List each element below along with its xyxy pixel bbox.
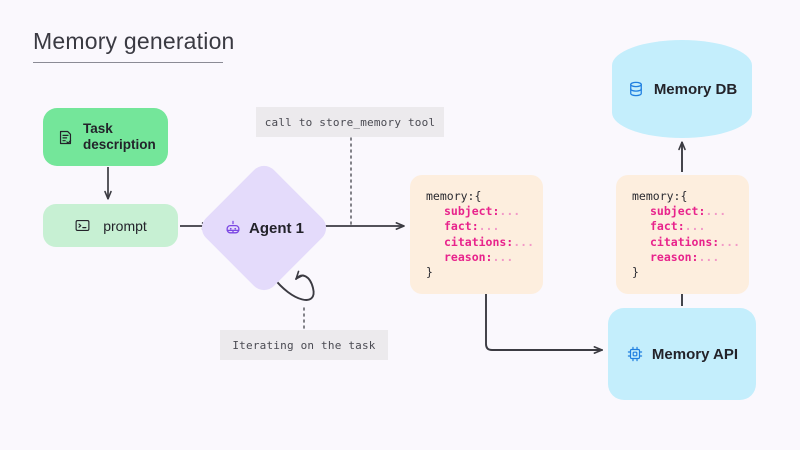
annotation-iterating: Iterating on the task: [220, 330, 388, 360]
code-block-memory-1: memory:{ subject:... fact:... citations:…: [410, 175, 543, 295]
memory-2-close: }: [632, 264, 639, 279]
memory-1-val-reason: ...: [492, 249, 514, 264]
page-title-block: Memory generation: [33, 28, 235, 63]
memory-1-val-fact: ...: [478, 219, 500, 234]
connector-agent-self-loop: [272, 270, 315, 301]
memory-2-val-fact: ...: [684, 219, 706, 234]
memory-2-val-subject: ...: [705, 204, 727, 219]
code-block-memory-2: memory:{ subject:... fact:... citations:…: [616, 175, 749, 295]
memory-1-val-citations: ...: [513, 234, 535, 249]
memory-1-open: memory:{: [426, 189, 482, 203]
node-memory-db[interactable]: Memory DB: [612, 40, 752, 138]
node-task-description-label: Task description: [83, 121, 156, 152]
memory-1-key-subject: subject:: [444, 204, 500, 219]
memory-2-open: memory:{: [632, 189, 688, 203]
terminal-icon: [74, 217, 91, 234]
memory-2-key-fact: fact:: [650, 219, 685, 234]
memory-2-val-reason: ...: [698, 249, 720, 264]
memory-2-key-subject: subject:: [650, 204, 706, 219]
memory-1-key-citations: citations:: [444, 234, 514, 249]
database-icon: [627, 80, 645, 98]
memory-2-val-citations: ...: [719, 234, 741, 249]
memory-1-val-subject: ...: [499, 204, 521, 219]
node-agent-1[interactable]: Agent 1: [196, 160, 332, 296]
page-title: Memory generation: [33, 28, 235, 54]
node-prompt-label: prompt: [103, 217, 147, 234]
chip-icon: [626, 345, 644, 363]
memory-1-close: }: [426, 264, 433, 279]
node-memory-db-label: Memory DB: [653, 80, 738, 98]
robot-icon: [224, 219, 242, 237]
memory-1-key-reason: reason:: [444, 249, 493, 264]
node-memory-api[interactable]: Memory API: [608, 308, 756, 400]
memory-2-key-citations: citations:: [650, 234, 720, 249]
title-underline: [33, 61, 223, 63]
node-task-description[interactable]: Task description: [43, 108, 168, 166]
connector-memory-to-api: [485, 271, 603, 354]
memory-2-key-reason: reason:: [650, 249, 699, 264]
node-prompt[interactable]: prompt: [43, 204, 178, 247]
cylinder-shape: [612, 40, 752, 138]
node-memory-api-label: Memory API: [651, 345, 739, 363]
document-check-icon: [57, 129, 74, 146]
memory-1-key-fact: fact:: [444, 219, 479, 234]
node-agent-1-label: Agent 1: [248, 219, 304, 237]
annotation-tool-call: call to store_memory tool: [256, 107, 444, 137]
